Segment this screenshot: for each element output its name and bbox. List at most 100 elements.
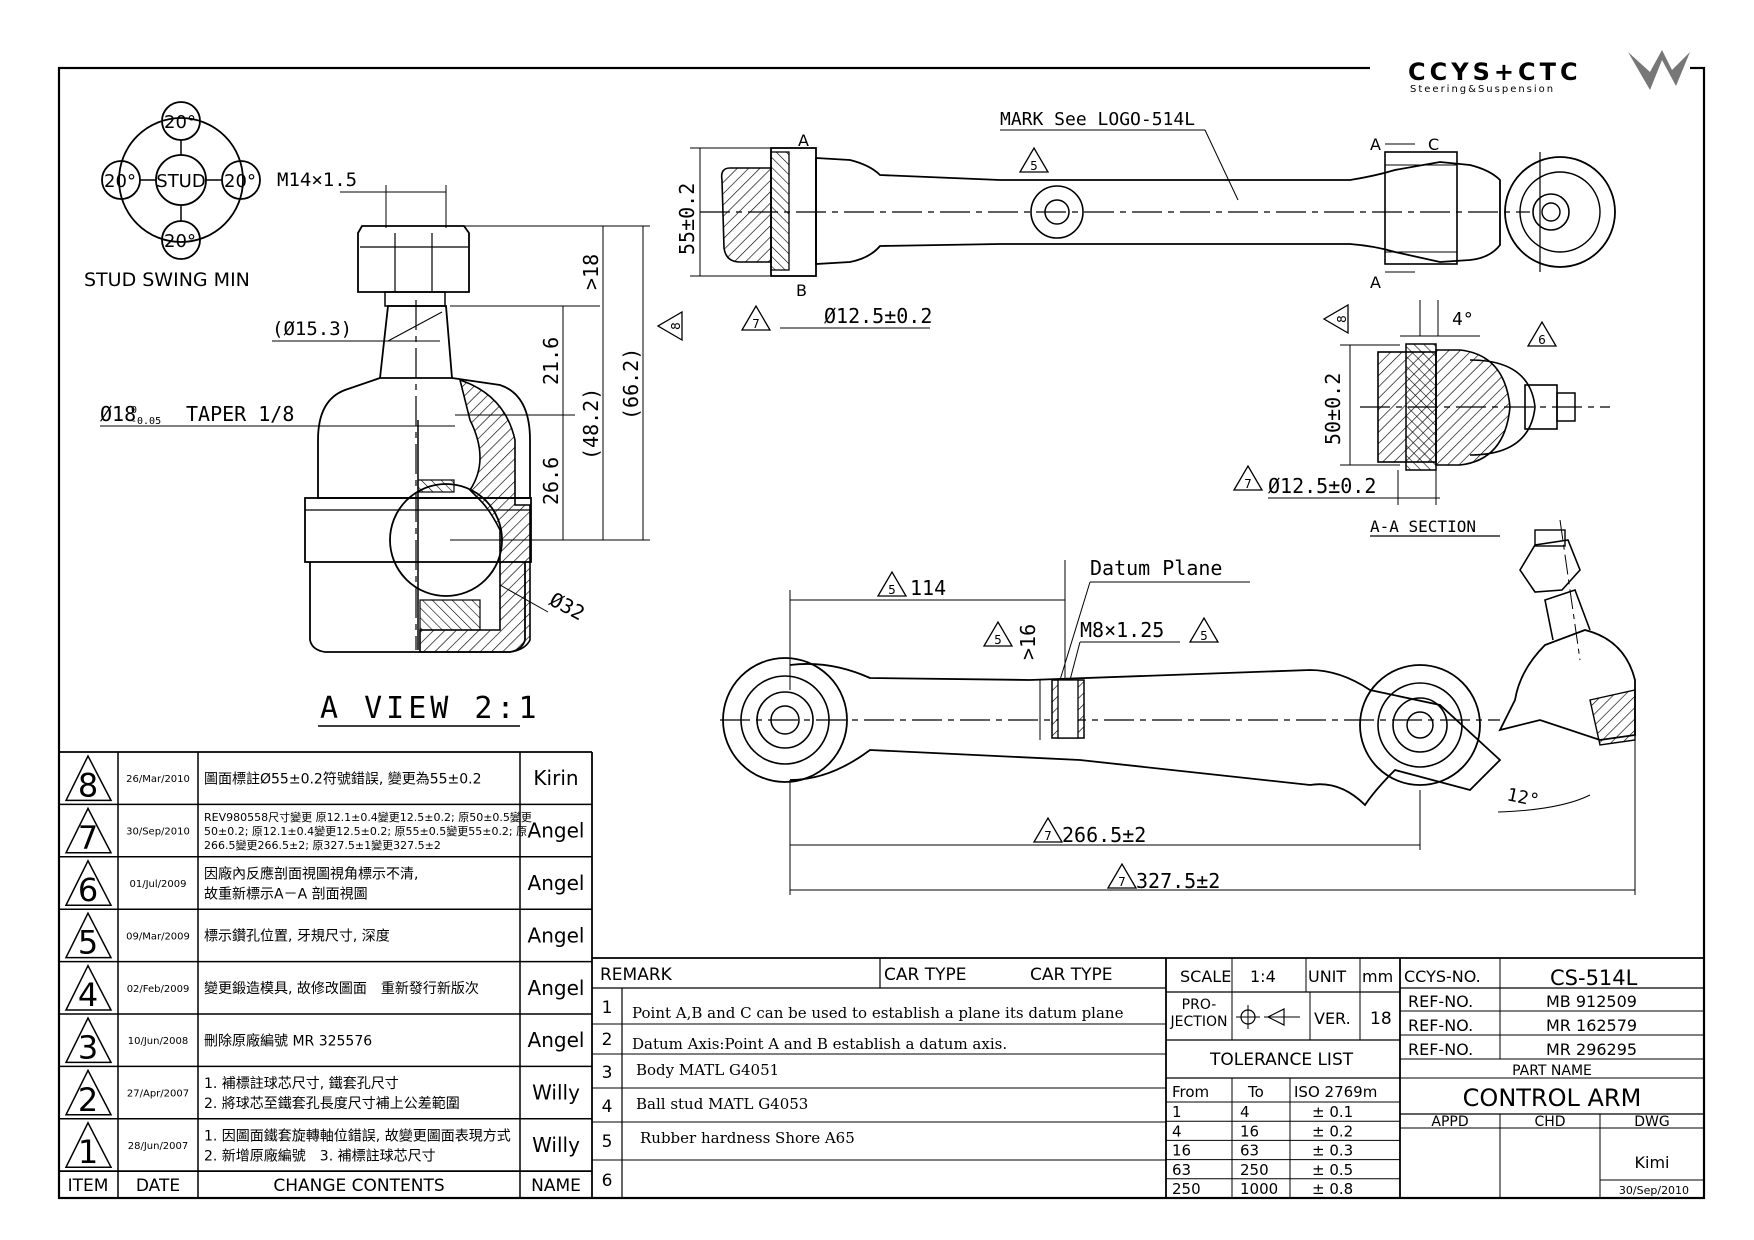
- stud-label: STUD: [156, 171, 205, 192]
- rev-5-flag-side-c: 5: [1200, 629, 1208, 643]
- revision-change-text: 1. 補標註球芯尺寸, 鐵套孔尺寸: [204, 1075, 399, 1092]
- ref-no-2: MR 162579: [1546, 1016, 1637, 1035]
- revision-triangle-icon: [64, 754, 113, 802]
- angle-12: 12°: [1505, 784, 1541, 811]
- revision-number: 5: [78, 924, 98, 962]
- svg-text:250: 250: [1240, 1161, 1269, 1179]
- swing-angle-left: 20°: [104, 171, 136, 192]
- dim-66-2: (66.2): [619, 348, 643, 420]
- svg-text:63: 63: [1240, 1142, 1259, 1160]
- revision-date: 30/Sep/2010: [126, 827, 190, 838]
- rev-5-flag-side: 5: [888, 583, 896, 597]
- svg-text:5: 5: [602, 1132, 613, 1152]
- dim-18: >18: [579, 254, 603, 290]
- remark-5: Rubber hardness Shore A65: [640, 1129, 855, 1147]
- revision-name: Angel: [528, 923, 585, 947]
- projection-symbol-icon: [1236, 1005, 1300, 1029]
- svg-text:REF-NO.: REF-NO.: [1408, 1016, 1473, 1035]
- stud-diameter-callout: (Ø15.3): [272, 318, 352, 340]
- section-a-label-top: A: [1370, 135, 1381, 154]
- scale-value: 1:4: [1250, 967, 1276, 986]
- side-view: 5 114 Datum Plane 5 >16 M8×1.25 5 7 266.…: [720, 519, 1636, 895]
- section-a-label-bottom: A: [1370, 273, 1381, 292]
- revision-number: 2: [78, 1081, 98, 1119]
- revision-triangle-icon: [64, 806, 113, 854]
- ref-no-3: MR 296295: [1546, 1040, 1637, 1059]
- tolerance-title: TOLERANCE LIST: [1209, 1050, 1354, 1070]
- revision-date: 01/Jul/2009: [130, 879, 187, 890]
- revision-change-text: 266.5變更266.5±2; 原327.5±1變更327.5±2: [204, 838, 441, 852]
- unit-label: UNIT: [1308, 967, 1346, 986]
- revision-date: 09/Mar/2009: [126, 931, 190, 942]
- revision-row: 3 10/Jun/2008 刪除原廠編號 MR 325576 Angel: [64, 1016, 585, 1066]
- tolerance-row: 63 250 ± 0.5: [1172, 1161, 1353, 1179]
- revision-name: Angel: [528, 976, 585, 1000]
- swing-angle-right: 20°: [224, 171, 256, 192]
- rev-header-date: DATE: [136, 1176, 180, 1196]
- revision-change-text: 變更鍛造模具, 故修改圖面 重新發行新版次: [204, 981, 479, 997]
- revision-name: Willy: [532, 1133, 580, 1157]
- ccys-label: CCYS-NO.: [1404, 967, 1481, 986]
- revision-change-text: 因廠內反應剖面視圖視角標示不清,: [204, 865, 418, 882]
- svg-text:4: 4: [602, 1097, 613, 1117]
- revision-change-text: REV980558尺寸變更 原12.1±0.4變更12.5±0.2; 原50±0…: [204, 810, 532, 824]
- rev-header-item: ITEM: [68, 1176, 109, 1196]
- dim-21-6: 21.6: [539, 337, 563, 385]
- revision-number: 1: [78, 1133, 98, 1171]
- a-view-ball-joint: M14×1.5 (Ø15.3) Ø18 0 -0.05 TAPER 1/8 >1…: [100, 169, 650, 727]
- remark-1: Point A,B and C can be used to establish…: [632, 1004, 1124, 1022]
- svg-text:4: 4: [1172, 1122, 1182, 1140]
- revision-change-text: 刪除原廠編號 MR 325576: [204, 1033, 372, 1050]
- svg-text:REF-NO.: REF-NO.: [1408, 1040, 1473, 1059]
- dim-50: 50±0.2: [1321, 373, 1345, 445]
- revision-change-text: 2. 將球芯至鐵套孔長度尺寸補上公差範圍: [204, 1095, 460, 1112]
- revision-name: Angel: [528, 1028, 585, 1052]
- ver-value: 18: [1370, 1009, 1392, 1029]
- car-type-2: CAR TYPE: [1030, 965, 1112, 985]
- svg-text:4: 4: [1240, 1103, 1250, 1121]
- dim-16: >16: [1016, 624, 1040, 660]
- revision-date: 02/Feb/2009: [127, 984, 190, 995]
- dim-55: 55±0.2: [675, 183, 699, 255]
- ver-label: VER.: [1314, 1009, 1351, 1028]
- swing-angle-bottom: 20°: [164, 231, 196, 252]
- svg-text:± 0.5: ± 0.5: [1312, 1161, 1353, 1179]
- datum-plane-label: Datum Plane: [1090, 556, 1222, 580]
- remark-4: Ball stud MATL G4053: [636, 1095, 808, 1113]
- projection-label: PRO-JECTION: [1170, 997, 1228, 1030]
- revision-change-text: 圖面標註Ø55±0.2符號錯誤, 變更為55±0.2: [204, 772, 482, 788]
- taper-callout: Ø18 0 -0.05 TAPER 1/8: [100, 402, 294, 427]
- part-name: CONTROL ARM: [1463, 1084, 1642, 1112]
- svg-text:1000: 1000: [1240, 1180, 1278, 1198]
- rev-7-flag-section: 7: [1244, 477, 1252, 491]
- part-name-label: PART NAME: [1512, 1063, 1592, 1079]
- remark-2: Datum Axis:Point A and B establish a dat…: [632, 1035, 1007, 1053]
- appd-label: APPD: [1431, 1114, 1468, 1130]
- ref-no-1: MB 912509: [1546, 992, 1637, 1011]
- revision-date: 10/Jun/2008: [128, 1036, 189, 1047]
- svg-text:6: 6: [602, 1171, 613, 1191]
- svg-text:± 0.1: ± 0.1: [1312, 1103, 1353, 1121]
- revision-change-text: 2. 新增原廠編號 3. 補標註球芯尺寸: [204, 1147, 436, 1164]
- revision-number: 3: [78, 1028, 98, 1066]
- svg-text:1: 1: [602, 998, 613, 1018]
- svg-text:63: 63: [1172, 1161, 1191, 1179]
- revision-header: ITEM DATE CHANGE CONTENTS NAME: [68, 1176, 581, 1196]
- sheet-border: [57, 66, 1706, 1200]
- revision-triangle-icon: [64, 859, 113, 906]
- rev-7-flag-top: 7: [752, 317, 760, 331]
- thread-m8: M8×1.25: [1080, 618, 1164, 642]
- dwg-label: DWG: [1634, 1114, 1669, 1130]
- revision-name: Angel: [528, 819, 585, 843]
- unit-value: mm: [1362, 967, 1393, 986]
- company-logo: CCYS+CTC Steering&Suspension: [1408, 50, 1690, 95]
- stud-swing-diagram: STUD 20° 20° 20° 20° STUD SWING MIN: [84, 101, 261, 291]
